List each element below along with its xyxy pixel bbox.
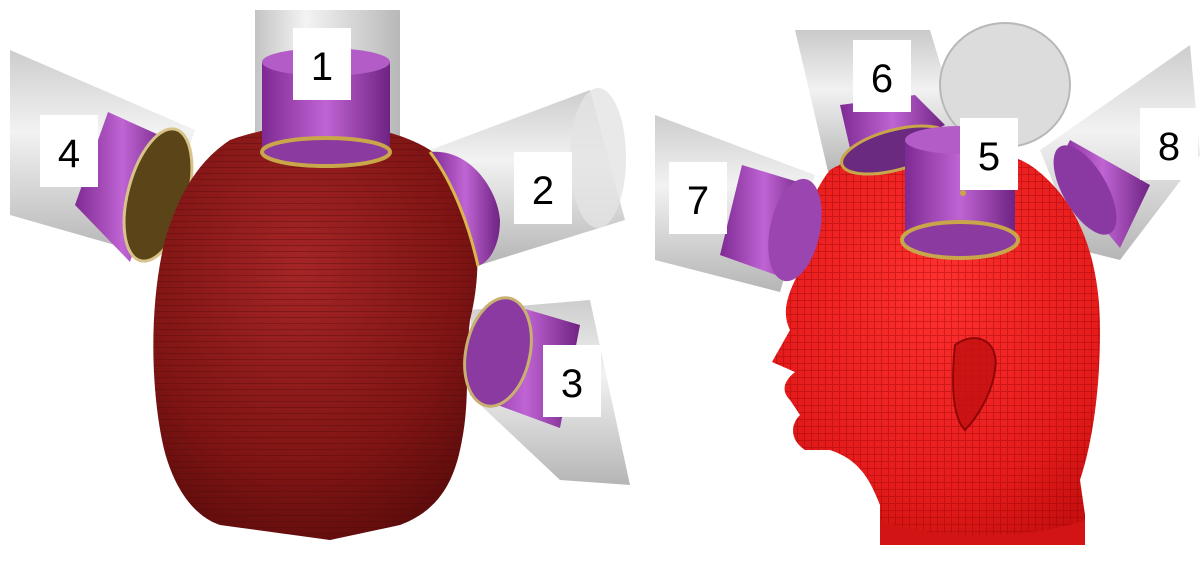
- label-1: 1: [293, 28, 351, 100]
- head-model-left: [153, 125, 477, 540]
- label-4-text: 4: [58, 132, 80, 176]
- label-5-text: 5: [978, 135, 1000, 179]
- label-4: 4: [40, 115, 98, 187]
- label-2-text: 2: [532, 169, 554, 213]
- label-6: 6: [853, 40, 911, 112]
- label-6-text: 6: [871, 57, 893, 101]
- left-panel: 1 2 3 4: [10, 10, 630, 540]
- label-2: 2: [514, 152, 572, 224]
- right-panel: 5 6 7 8: [655, 23, 1200, 545]
- label-1-text: 1: [311, 45, 333, 89]
- label-5: 5: [960, 118, 1018, 190]
- label-7: 7: [669, 162, 727, 234]
- label-8: 8: [1140, 108, 1198, 180]
- label-3-text: 3: [561, 362, 583, 406]
- label-7-text: 7: [687, 179, 709, 223]
- label-8-text: 8: [1158, 125, 1180, 169]
- label-3: 3: [543, 345, 601, 417]
